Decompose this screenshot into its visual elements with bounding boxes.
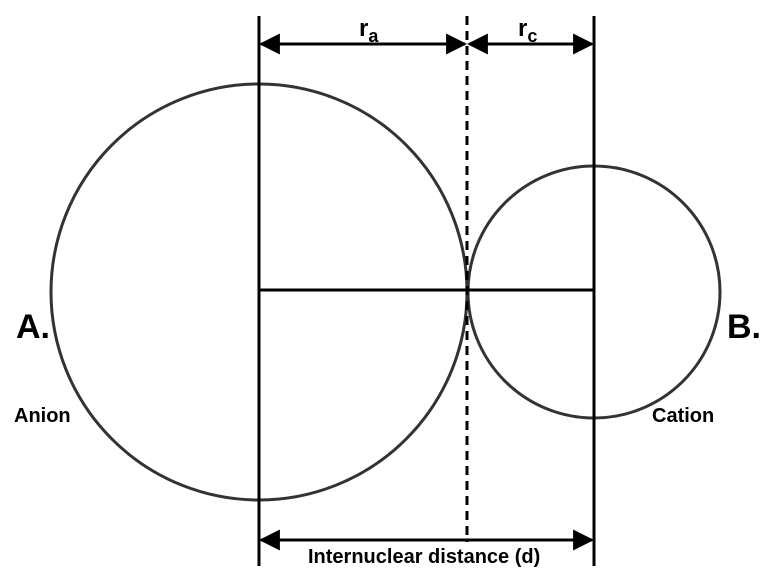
anion-radius-subscript: a bbox=[368, 26, 379, 46]
distance-label: Internuclear distance (d) bbox=[308, 546, 540, 568]
anion-radius-label: ra bbox=[359, 15, 379, 46]
anion-label: Anion bbox=[14, 405, 71, 427]
cation-label: Cation bbox=[652, 405, 714, 427]
cation-radius-symbol: r bbox=[518, 15, 527, 42]
point-b-label: B. bbox=[727, 308, 761, 346]
distance-label-background bbox=[304, 542, 562, 570]
anion-radius-symbol: r bbox=[359, 15, 368, 42]
cation-radius-label: rc bbox=[518, 15, 537, 46]
point-a-label: A. bbox=[16, 308, 50, 346]
cation-radius-subscript: c bbox=[527, 26, 537, 46]
